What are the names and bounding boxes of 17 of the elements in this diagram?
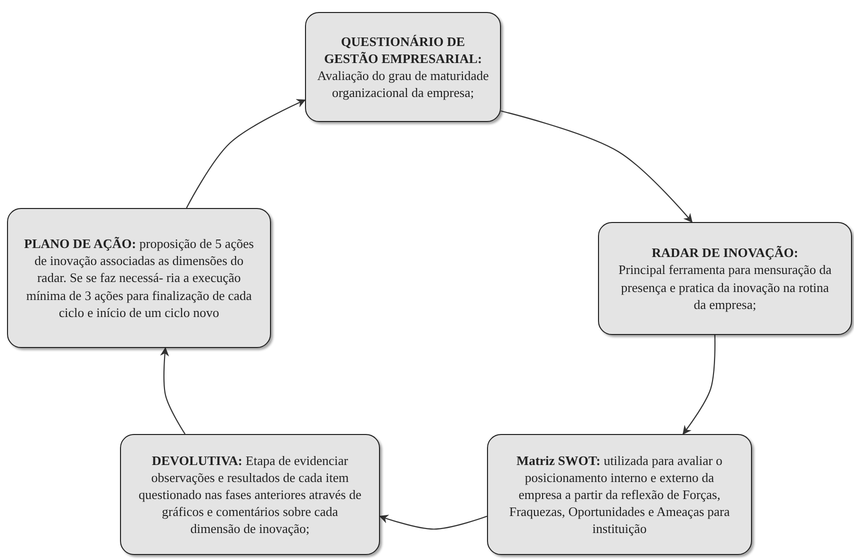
box-heading: QUESTIONÁRIO DE GESTÃO EMPRESARIAL: (323, 32, 483, 67)
process-box (598, 222, 852, 335)
arrow (186, 99, 306, 208)
process-box (7, 208, 271, 348)
arrow (379, 514, 488, 530)
box-text: Principal ferramenta para mensuração da presença e pratica da inovação na rotina da empresa; (618, 261, 832, 313)
arrow (682, 334, 716, 435)
arrow (160, 347, 186, 434)
box-heading: RADAR DE INOVAÇÃO: (652, 244, 798, 262)
box-text: Avaliação do grau de maturidade organizacional da empresa; (316, 67, 490, 102)
box-text: DEVOLUTIVA: Etapa de evidenciar observações e resultados de cada item questionado nas fases anteriores através de gráficos e comentários sobre cada dimensão de inovação; (138, 452, 362, 538)
process-box (120, 434, 380, 555)
process-box (305, 12, 501, 122)
process-box (487, 434, 752, 555)
box-text: Matriz SWOT: utilizada para avaliar o posicionamento interno e externo da empresa a partir da reflexão de Forças, Fraquezas, Oportunidades e Ameaças para instituição (508, 452, 731, 538)
arrow (500, 110, 693, 223)
box-text: PLANO DE AÇÃO: proposição de 5 ações de inovação associadas as dimensões do radar. Se se faz necessá- ria a execução mínima de 3 ações para finalização de cada ciclo e início de um ciclo novo (24, 235, 254, 321)
